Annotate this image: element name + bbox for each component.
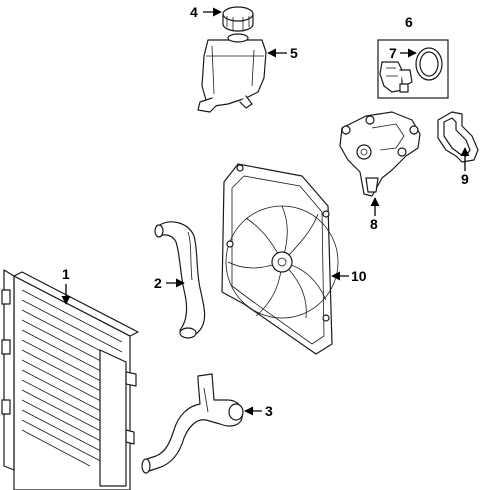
callout-8: 8 xyxy=(370,197,380,232)
callout-10: 10 xyxy=(331,268,367,284)
callout-7-label: 7 xyxy=(389,45,397,61)
water-pump xyxy=(339,111,421,197)
callout-1-label: 1 xyxy=(62,266,70,282)
callout-9-label: 9 xyxy=(461,171,469,187)
thermostat-kit xyxy=(377,39,449,99)
callout-6-label: 6 xyxy=(405,14,413,30)
expansion-tank xyxy=(197,33,267,113)
callout-3-label: 3 xyxy=(265,403,273,419)
upper-radiator-hose xyxy=(154,221,206,339)
callout-5-label: 5 xyxy=(290,45,298,61)
callout-6: 6 xyxy=(405,14,413,30)
pump-gasket xyxy=(437,111,479,163)
fan-shroud xyxy=(221,163,339,355)
callout-8-label: 8 xyxy=(370,216,378,232)
radiator xyxy=(1,269,139,490)
callout-1: 1 xyxy=(61,266,71,305)
reservoir-cap xyxy=(222,6,254,32)
callout-4-label: 4 xyxy=(190,4,198,20)
callout-10-label: 10 xyxy=(351,268,367,284)
thermostat-seal xyxy=(415,47,443,81)
callout-5: 5 xyxy=(267,45,298,61)
callout-9: 9 xyxy=(460,147,470,187)
callout-2-label: 2 xyxy=(154,275,162,291)
callout-3: 3 xyxy=(244,403,273,419)
thermostat xyxy=(379,61,413,93)
lower-radiator-hose xyxy=(141,373,244,474)
callout-2: 2 xyxy=(154,275,185,291)
callout-4: 4 xyxy=(190,4,222,20)
callout-7: 7 xyxy=(389,45,417,61)
